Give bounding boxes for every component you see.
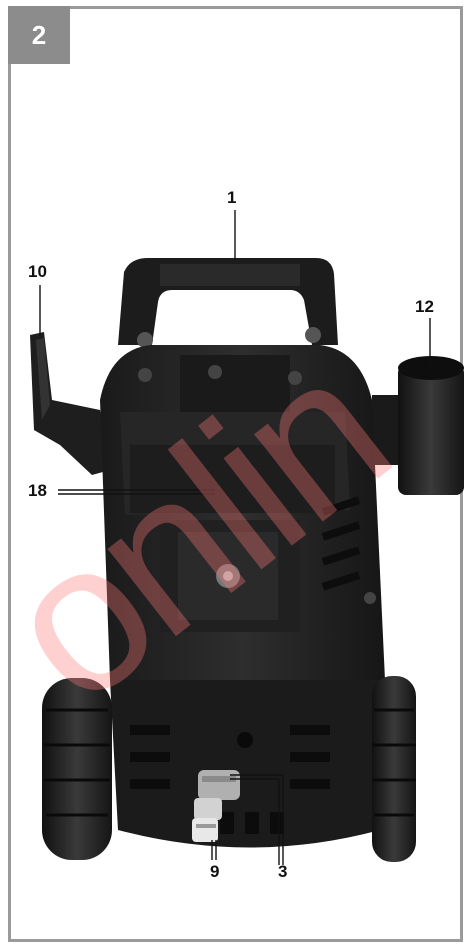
hose-holder bbox=[372, 356, 464, 495]
callout-label-3: 3 bbox=[278, 862, 288, 881]
right-wheel bbox=[372, 676, 416, 862]
callout-label-10: 10 bbox=[28, 262, 47, 281]
handle bbox=[118, 258, 338, 348]
callout-label-1: 1 bbox=[227, 188, 237, 207]
callout-label-12: 12 bbox=[415, 297, 434, 316]
lance-holder bbox=[30, 332, 110, 475]
main-body bbox=[100, 345, 385, 848]
callout-label-9: 9 bbox=[210, 862, 220, 881]
figure-number-badge: 2 bbox=[8, 6, 70, 64]
leader-lines bbox=[39, 210, 431, 865]
callout-label-18: 18 bbox=[28, 481, 47, 500]
water-inlet-connector bbox=[192, 770, 240, 842]
left-wheel bbox=[42, 678, 112, 860]
